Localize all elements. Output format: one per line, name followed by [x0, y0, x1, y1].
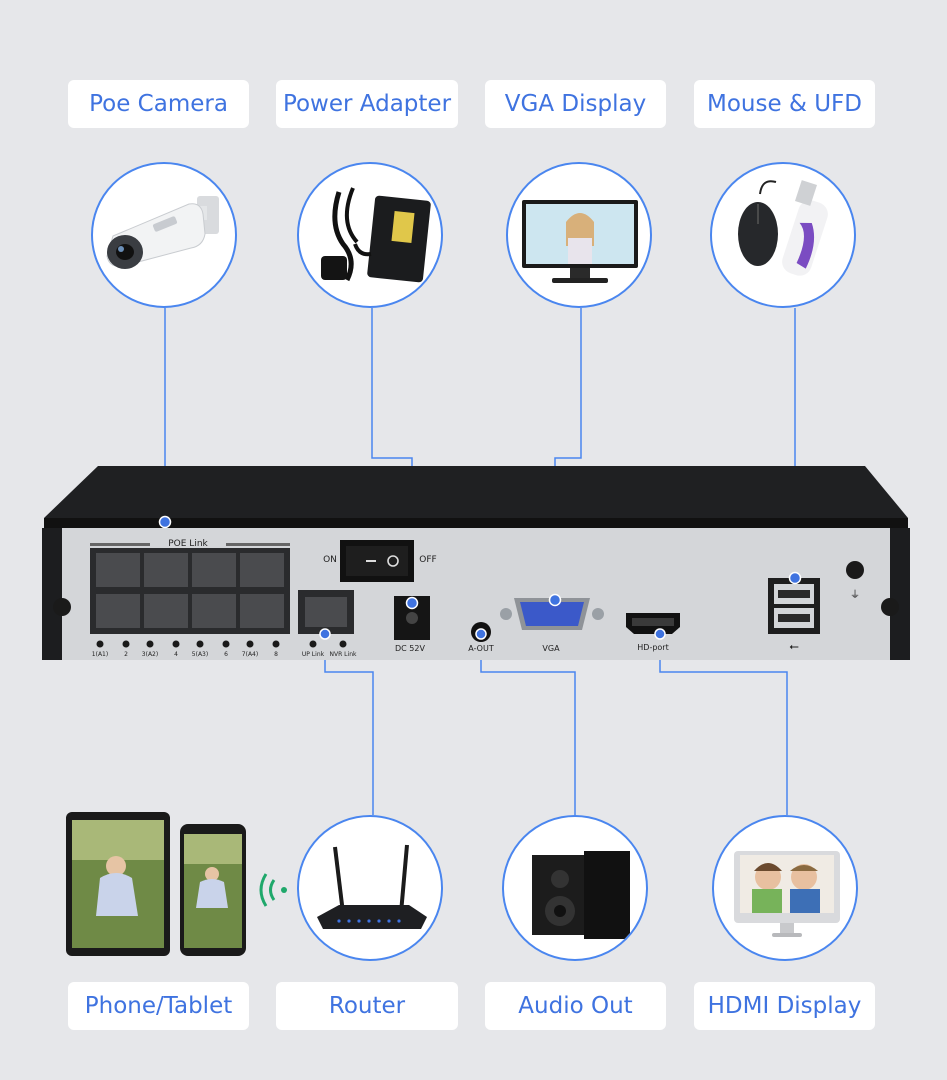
nvr-top-cover	[44, 466, 908, 518]
port-number: 1(A1)	[92, 651, 108, 658]
label-poe-camera: Poe Camera	[68, 80, 249, 128]
port-number: 6	[224, 651, 228, 658]
poe-port[interactable]	[96, 553, 140, 587]
vga-display-circle	[506, 162, 652, 308]
port-number: 4	[174, 651, 178, 658]
poe-ports	[96, 553, 284, 628]
label-text: Power Adapter	[282, 91, 452, 117]
label-router: Router	[276, 982, 458, 1030]
poe-link-label: POE Link	[168, 539, 208, 549]
mouse-usb-icon	[738, 180, 828, 276]
port-number: 5(A3)	[192, 651, 208, 658]
poe-port[interactable]	[96, 594, 140, 628]
ground-screw	[846, 561, 864, 579]
screw-right	[881, 598, 899, 616]
uplink-port[interactable]	[305, 597, 347, 627]
camera-circle	[91, 162, 237, 308]
label-vga-display: VGA Display	[485, 80, 666, 128]
svg-text:⏚: ⏚	[850, 589, 860, 601]
label-text: Poe Camera	[89, 91, 228, 117]
label-hdmi-display: HDMI Display	[694, 982, 875, 1030]
label-text: VGA Display	[504, 91, 647, 117]
speaker-circle	[502, 815, 648, 961]
label-text: Audio Out	[518, 993, 633, 1019]
poe-port[interactable]	[192, 594, 236, 628]
router-circle	[297, 815, 443, 961]
label-phone-tablet: Phone/Tablet	[68, 982, 249, 1030]
monitor-icon	[522, 200, 638, 283]
bullet-camera-icon	[106, 196, 219, 269]
adapter-circle	[297, 162, 443, 308]
poe-port[interactable]	[240, 553, 284, 587]
switch-on-label: ON	[323, 555, 337, 565]
hdmi-display-circle	[712, 815, 858, 961]
vga-label: VGA	[542, 644, 560, 653]
label-audio-out: Audio Out	[485, 982, 666, 1030]
poe-port[interactable]	[240, 594, 284, 628]
port-number: 8	[274, 651, 278, 658]
poe-port[interactable]	[192, 553, 236, 587]
usb-symbol-icon: ⭠	[789, 639, 799, 653]
vga-port[interactable]	[520, 602, 584, 626]
poe-port[interactable]	[144, 594, 188, 628]
hdmi-label: HD-port	[637, 643, 668, 652]
label-text: Phone/Tablet	[84, 993, 233, 1019]
aout-label: A-OUT	[468, 644, 494, 653]
label-text: Mouse & UFD	[707, 91, 862, 117]
switch-off-label: OFF	[419, 555, 436, 565]
label-text: Router	[328, 993, 406, 1019]
dc-label: DC 52V	[395, 644, 425, 653]
uplink-label: UP Link	[302, 651, 325, 658]
speaker-icon	[532, 851, 630, 939]
nvrlink-label: NVR Link	[330, 651, 357, 658]
label-text: HDMI Display	[707, 993, 862, 1019]
screw-left	[53, 598, 71, 616]
port-number: 2	[124, 651, 128, 658]
phone-tablet-illustration	[66, 812, 287, 956]
label-power-adapter: Power Adapter	[276, 80, 458, 128]
power-adapter-icon	[321, 187, 431, 283]
router-icon	[317, 844, 427, 929]
mouse-ufd-circle	[710, 162, 856, 308]
hdmi-monitor-icon	[734, 851, 840, 937]
poe-port[interactable]	[144, 553, 188, 587]
port-number: 3(A2)	[142, 651, 158, 658]
label-mouse-ufd: Mouse & UFD	[694, 80, 875, 128]
port-number: 7(A4)	[242, 651, 258, 658]
wifi-signal-icon	[259, 873, 287, 907]
